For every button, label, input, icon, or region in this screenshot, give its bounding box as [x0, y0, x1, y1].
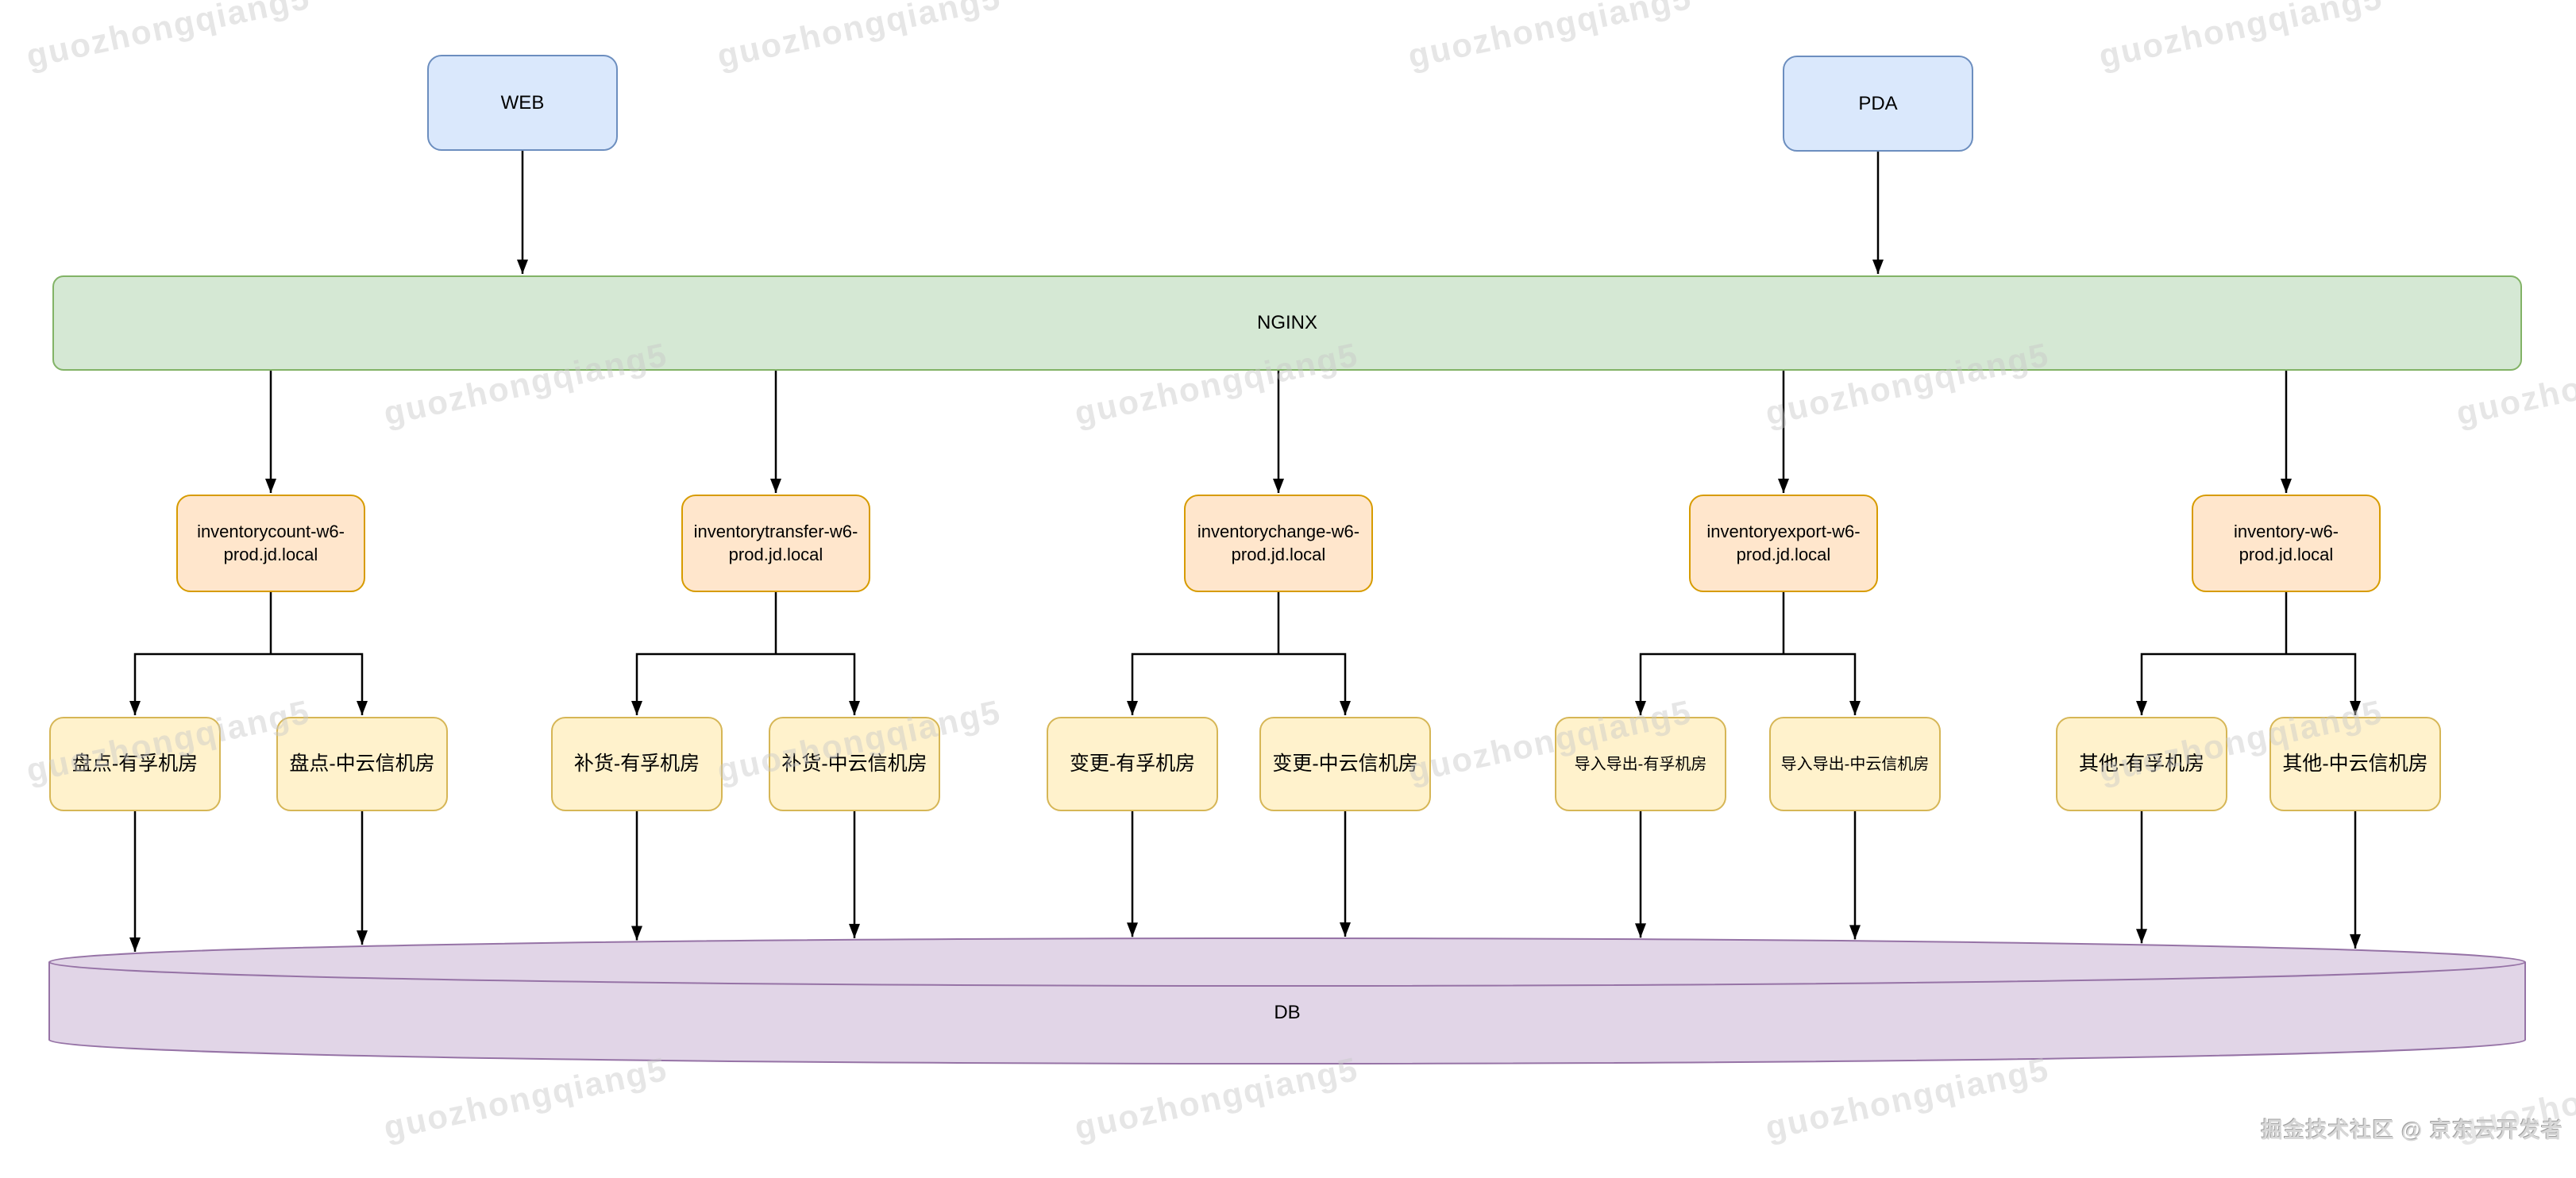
service-label: inventoryexport-w6-prod.jd.local	[1706, 521, 1861, 564]
arrow-connector	[2136, 653, 2286, 715]
leaf-node: 其他-中云信机房	[2269, 717, 2441, 811]
leaf-label: 变更-有孚机房	[1069, 753, 1196, 776]
leaf-label: 补货-中云信机房	[781, 753, 927, 776]
leaf-node: 其他-有孚机房	[2056, 717, 2227, 811]
leaf-label: 导入导出-有孚机房	[1574, 755, 1707, 773]
nginx-label: NGINX	[1256, 312, 1317, 334]
service-label: inventorytransfer-w6-prod.jd.local	[693, 521, 858, 564]
arrow-connector	[631, 653, 776, 715]
service-node: inventorycount-w6-prod.jd.local	[176, 495, 365, 592]
arrow-connector	[1127, 653, 1278, 715]
leaf-label: 盘点-有孚机房	[71, 753, 199, 776]
service-label: inventory-w6-prod.jd.local	[2233, 521, 2339, 564]
nginx-node: NGINX	[52, 275, 2522, 371]
leaf-node: 补货-有孚机房	[551, 717, 723, 811]
service-node: inventory-w6-prod.jd.local	[2192, 495, 2381, 592]
leaf-label: 其他-中云信机房	[2282, 753, 2428, 776]
arrow-connector	[129, 653, 271, 715]
arrow-connector	[2286, 653, 2361, 715]
leaf-node: 变更-有孚机房	[1047, 717, 1218, 811]
arrow-connector	[271, 653, 368, 715]
web-client-label: WEB	[500, 91, 545, 114]
pda-client-node: PDA	[1783, 56, 1973, 152]
service-label: inventorycount-w6-prod.jd.local	[197, 521, 345, 564]
pda-client-label: PDA	[1858, 92, 1898, 114]
leaf-node: 盘点-有孚机房	[49, 717, 221, 811]
service-node: inventoryexport-w6-prod.jd.local	[1689, 495, 1878, 592]
leaf-label: 补货-有孚机房	[573, 753, 700, 776]
service-node: inventorytransfer-w6-prod.jd.local	[681, 495, 870, 592]
db-cylinder	[48, 937, 2526, 1064]
arrow-connector	[1635, 653, 1784, 715]
arrow-connector	[1278, 653, 1351, 715]
leaf-node: 变更-中云信机房	[1259, 717, 1431, 811]
leaf-node: 补货-中云信机房	[769, 717, 940, 811]
service-label: inventorychange-w6-prod.jd.local	[1197, 521, 1360, 564]
leaf-label: 导入导出-中云信机房	[1780, 755, 1930, 773]
leaf-label: 其他-有孚机房	[2078, 753, 2205, 776]
db-label: DB	[1274, 1002, 1301, 1023]
credit-text: 掘金技术社区 @ 京东云开发者	[2261, 1118, 2563, 1142]
arrow-connector	[776, 653, 860, 715]
db-cylinder-inner-arc	[48, 961, 2526, 987]
leaf-node: 导入导出-有孚机房	[1555, 717, 1726, 811]
db-cylinder-body	[48, 937, 2526, 1064]
web-client-node: WEB	[427, 55, 618, 151]
service-node: inventorychange-w6-prod.jd.local	[1184, 495, 1373, 592]
leaf-label: 盘点-中云信机房	[289, 753, 435, 776]
arrow-connector	[1784, 653, 1861, 715]
leaf-label: 变更-中云信机房	[1272, 753, 1418, 776]
arrows-group	[129, 151, 2361, 953]
leaf-node: 盘点-中云信机房	[276, 717, 448, 811]
leaf-node: 导入导出-中云信机房	[1769, 717, 1941, 811]
